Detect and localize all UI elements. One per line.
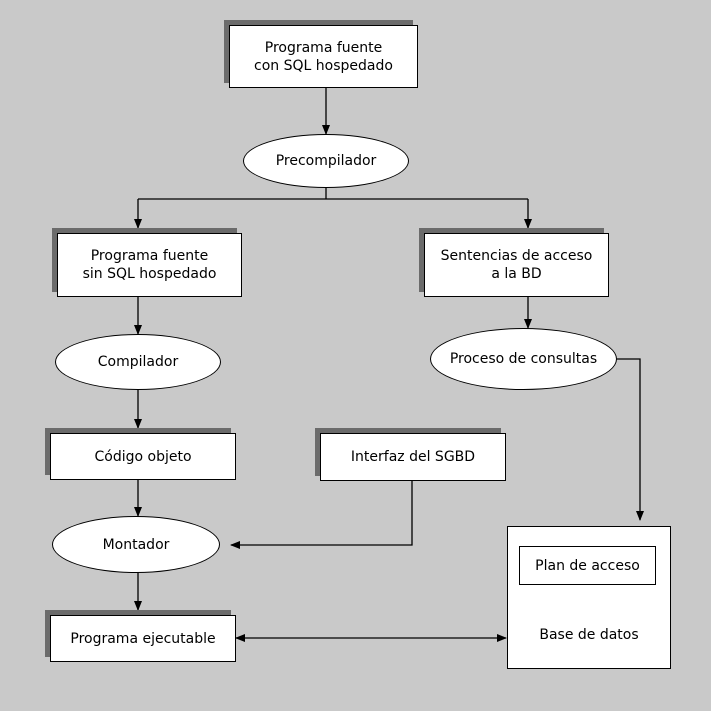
source-without-sql-label: Programa fuente sin SQL hospedado [82, 248, 217, 282]
access-plan-label: Plan de acceso [535, 557, 640, 574]
linker-ellipse: Montador [52, 516, 220, 573]
precompiler-label: Precompilador [275, 153, 377, 169]
query-process-label: Proceso de consultas [449, 351, 598, 367]
database-label: Base de datos [539, 627, 639, 643]
object-code-label: Código objeto [94, 448, 192, 465]
executable-label: Programa ejecutable [70, 630, 216, 647]
access-plan-box: Plan de acceso [519, 546, 656, 585]
arrow-query-to-database [617, 358, 644, 521]
arrow-interface-to-linker [230, 481, 413, 549]
precompiler-ellipse: Precompilador [243, 134, 409, 188]
source-with-sql-label: Programa fuente con SQL hospedado [254, 39, 393, 74]
db-access-statements-label: Sentencias de acceso a la BD [440, 248, 593, 282]
dbms-interface-box: Interfaz del SGBD [320, 433, 506, 481]
query-process-ellipse: Proceso de consultas [430, 328, 617, 390]
dbms-interface-label: Interfaz del SGBD [350, 449, 476, 465]
database-box: Plan de acceso Base de datos [507, 526, 671, 669]
source-with-sql-box: Programa fuente con SQL hospedado [229, 25, 418, 88]
compiler-ellipse: Compilador [55, 334, 221, 390]
object-code-box: Código objeto [50, 433, 236, 480]
compiler-label: Compilador [97, 354, 179, 370]
executable-box: Programa ejecutable [50, 615, 236, 662]
linker-label: Montador [102, 536, 170, 553]
db-access-statements-box: Sentencias de acceso a la BD [424, 233, 609, 297]
source-without-sql-box: Programa fuente sin SQL hospedado [57, 233, 242, 297]
